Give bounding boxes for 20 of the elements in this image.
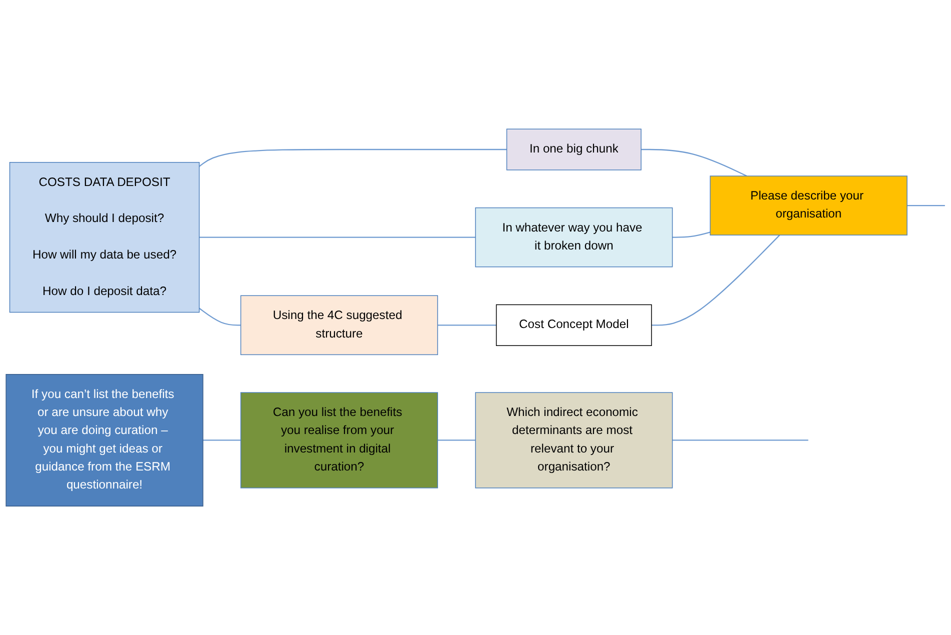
node-box: Which indirect economic determinants are most relevant to your organisation? [475,392,673,488]
connector [198,148,507,167]
node-box: In whatever way you have it broken down [475,207,673,268]
node-box: Cost Concept Model [496,304,652,346]
connector [641,148,748,176]
connector [202,440,241,441]
node-box: Please describe your organisation [710,176,908,236]
node-box: In one big chunk [506,128,642,170]
node-box: Can you list the benefits you realise from your investment in digital curation? [240,392,438,488]
node-box: If you can’t list the benefits or are unsure about why you are doing curation – you might get ideas or guidance from the ESRM questionnaire! [6,374,204,506]
connector [438,440,476,441]
connector [907,204,945,206]
connector [672,440,808,441]
node-box: Using the 4C suggested structure [240,295,438,355]
connector [672,232,710,238]
connector [199,236,476,238]
connector [198,308,241,326]
connector [438,324,496,326]
connector [652,234,780,326]
node-box: COSTS DATA DEPOSIT Why should I deposit? How will my data be used? How do I deposit data? [9,162,200,313]
